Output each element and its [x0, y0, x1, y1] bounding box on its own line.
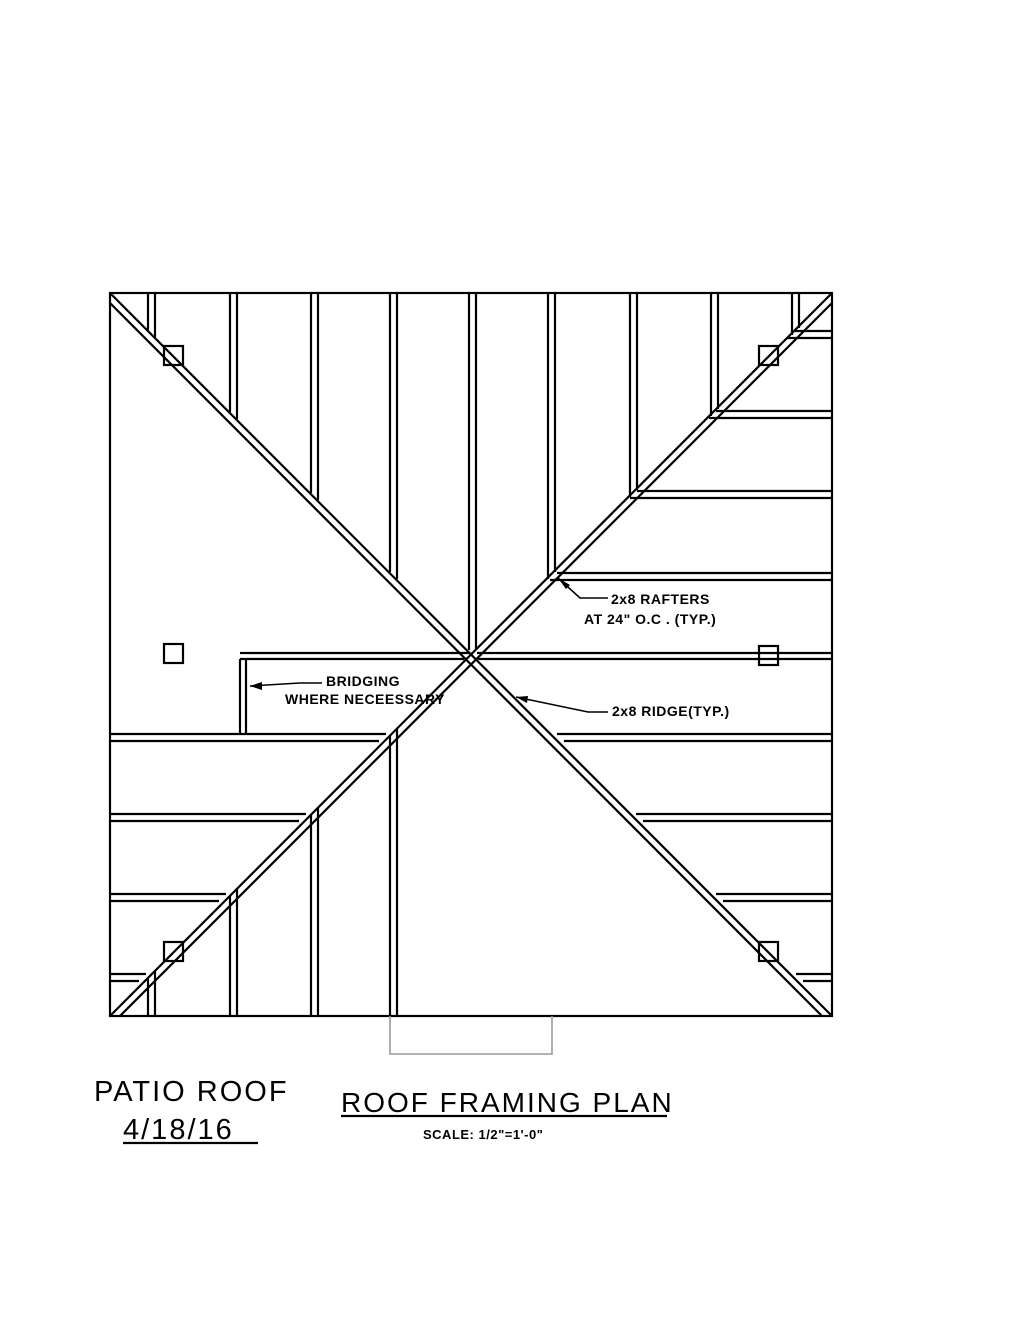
bridging-block: [238, 651, 470, 734]
entry-step-outline: [389, 1016, 553, 1055]
left-rafters: [110, 732, 386, 983]
post-square: [162, 642, 185, 665]
top-rafters: [146, 293, 801, 650]
post-square: [757, 344, 780, 367]
post-square: [162, 940, 185, 963]
leaders: [249, 577, 608, 713]
post-square: [757, 940, 780, 963]
note-bridging-line2: WHERE NECEESSARY: [285, 691, 445, 707]
post-square: [757, 644, 780, 667]
roof-outline: [108, 291, 834, 1018]
hip-ridge-lines: [109, 292, 833, 1017]
note-ridge: 2x8 RIDGE(TYP.): [612, 703, 730, 719]
post-squares: [162, 344, 780, 963]
right-rafters: [477, 329, 832, 983]
project-date: 4/18/16: [123, 1114, 234, 1146]
drawing-title: ROOF FRAMING PLAN: [341, 1087, 674, 1118]
scale-note: SCALE: 1/2"=1'-0": [423, 1127, 543, 1142]
note-bridging-line1: BRIDGING: [326, 673, 400, 689]
post-square: [162, 344, 185, 367]
note-rafters-line1: 2x8 RAFTERS: [611, 591, 710, 607]
project-name: PATIO ROOF: [94, 1076, 289, 1108]
bottom-rafters: [146, 729, 399, 1016]
note-rafters-line2: AT 24" O.C . (TYP.): [584, 611, 716, 627]
